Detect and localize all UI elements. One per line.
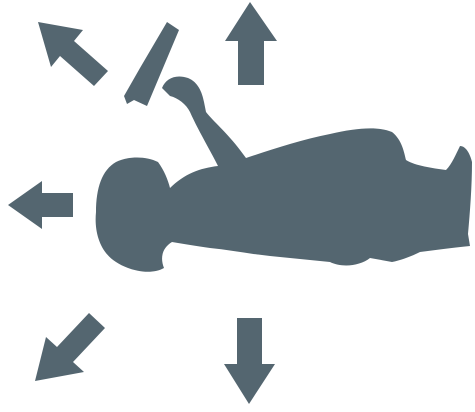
arrow-up-left-icon	[38, 22, 108, 86]
arrow-up-icon	[225, 2, 277, 85]
arrow-left-icon	[8, 181, 73, 229]
arrow-down-icon	[224, 318, 275, 404]
person-lying-silhouette-icon	[96, 76, 472, 271]
arrow-down-left-icon	[35, 313, 105, 381]
